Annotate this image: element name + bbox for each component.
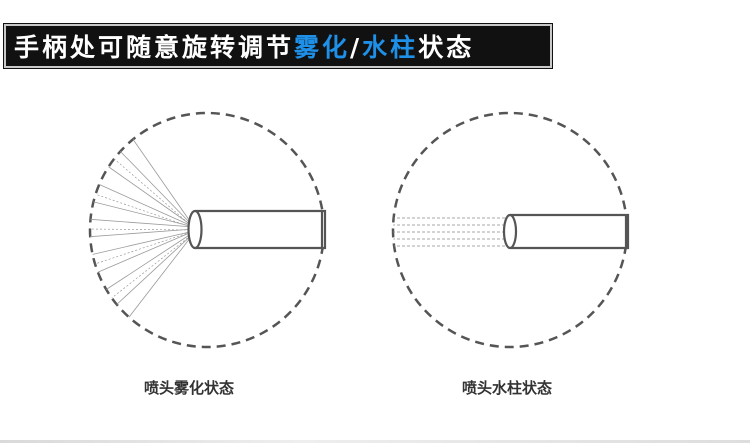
banner-title: 手柄处可随意旋转调节雾化/水柱状态 [14,28,474,64]
title-accent-mist: 雾化 [294,33,351,62]
spray-fan [90,134,195,322]
title-suffix: 状态 [418,33,475,62]
nozzle-pipe [502,213,630,250]
mist-nozzle-illustration [88,111,327,349]
jet-nozzle-illustration [391,111,630,349]
caption-jet-state: 喷头水柱状态 [462,379,553,397]
nozzle-pipe [187,209,327,250]
bottom-divider [0,440,750,443]
title-banner: 手柄处可随意旋转调节雾化/水柱状态 [4,24,552,68]
title-accent-jet: 水柱 [362,33,419,62]
caption-mist-state: 喷头雾化状态 [144,379,235,397]
water-stream [393,217,509,247]
title-prefix: 手柄处可随意旋转调节 [14,33,295,62]
title-separator: / [350,33,363,62]
